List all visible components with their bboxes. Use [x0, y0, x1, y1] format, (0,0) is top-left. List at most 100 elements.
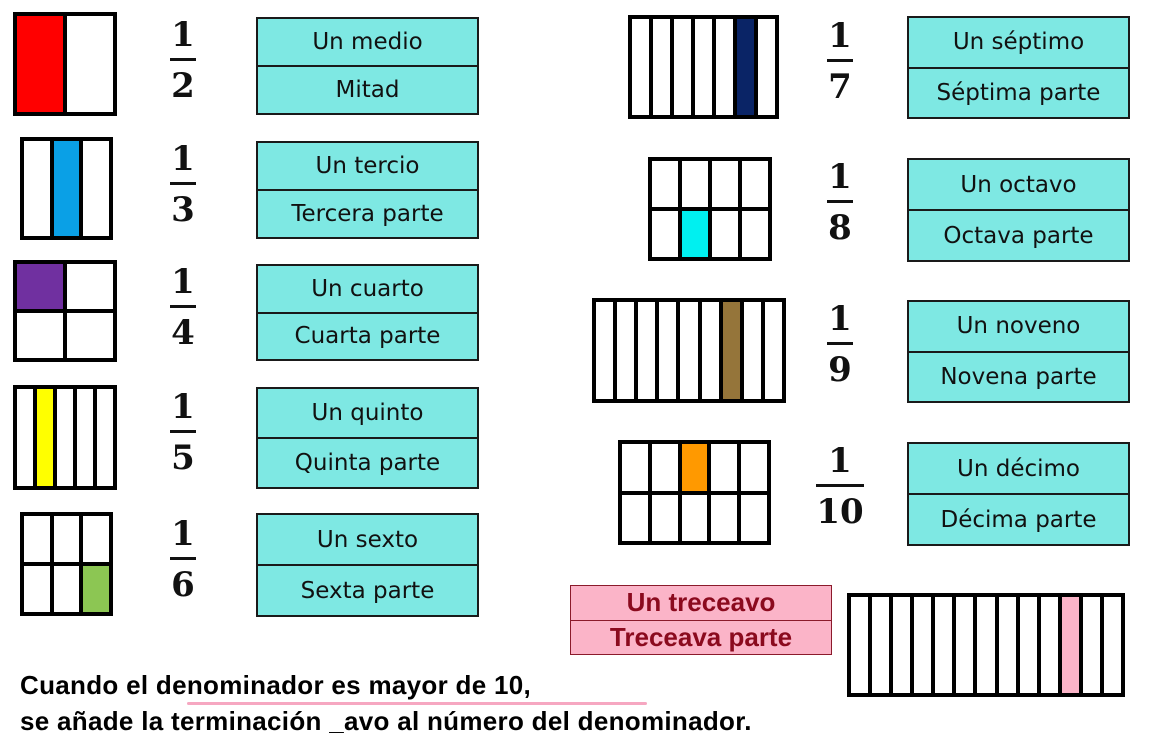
label-tenth: Un décimo Décima parte: [907, 442, 1130, 546]
grid-cell: [1103, 597, 1121, 693]
label-seventh: Un séptimo Séptima parte: [907, 16, 1130, 119]
grid-cell: [67, 264, 113, 309]
grid-cell: [680, 302, 698, 399]
grid-cell: [741, 444, 767, 491]
numerator: 1: [171, 139, 195, 179]
fraction-third: 1 3: [153, 140, 213, 229]
grid-cell: [622, 494, 648, 541]
grid-cell: [97, 389, 113, 486]
fraction-sixth: 1 6: [153, 515, 213, 604]
fraction-ninth: 1 9: [810, 300, 870, 389]
label-alt: Sexta parte: [258, 564, 477, 615]
shaded-cell: [17, 16, 63, 112]
numerator: 1: [171, 387, 195, 427]
fraction-bar: [170, 58, 196, 61]
grid-cell: [716, 19, 733, 115]
grid-cell: [998, 597, 1016, 693]
fraction-bar: [827, 59, 853, 62]
note-prefix: Cuando el: [20, 670, 156, 700]
grid-cell: [53, 566, 80, 612]
fraction-grid-seventh: [628, 15, 779, 119]
fraction-seventh: 1 7: [810, 17, 870, 106]
fraction-bar: [816, 484, 864, 487]
grid-cell: [681, 494, 708, 541]
note-underlined: denominador es mayor de 10: [155, 670, 524, 700]
label-name: Un quinto: [311, 400, 424, 426]
grid-cell: [935, 597, 953, 693]
fraction-grid-eighth: [648, 157, 772, 261]
fraction-bar: [827, 200, 853, 203]
label-sixth: Un sexto Sexta parte: [256, 513, 479, 617]
label-ninth: Un noveno Novena parte: [907, 300, 1130, 403]
grid-cell: [712, 211, 738, 257]
grid-cell: [83, 141, 109, 236]
grid-cell: [24, 141, 50, 236]
grid-cell: [651, 494, 678, 541]
label-name: Un tercio: [315, 153, 420, 179]
grid-cell: [742, 161, 768, 207]
numerator: 1: [171, 514, 195, 554]
note-line-2: se añade la terminación _avo al número d…: [20, 706, 752, 737]
grid-cell: [758, 19, 775, 115]
label-name: Un noveno: [956, 313, 1081, 340]
grid-cell: [711, 494, 738, 541]
grid-cell: [638, 302, 656, 399]
grid-cell: [851, 597, 869, 693]
fraction-grid-sixth: [20, 512, 113, 616]
grid-cell: [57, 389, 73, 486]
note-underline: [187, 702, 647, 705]
grid-cell: [977, 597, 995, 693]
fraction-grid-tenth: [618, 440, 771, 545]
grid-cell: [701, 302, 719, 399]
grid-cell: [652, 161, 678, 207]
grid-cell: [596, 302, 614, 399]
grid-cell: [67, 16, 113, 112]
numerator: 1: [171, 15, 195, 55]
label-name: Un séptimo: [952, 29, 1085, 56]
grid-cell: [742, 211, 768, 257]
grid-cell: [17, 389, 33, 486]
label-name: Un medio: [312, 29, 423, 55]
denominator: 9: [828, 350, 852, 390]
grid-cell: [893, 597, 911, 693]
grid-cell: [682, 161, 708, 207]
grid-cell: [653, 19, 670, 115]
label-third: Un tercio Tercera parte: [256, 141, 479, 239]
denominator: 6: [171, 565, 195, 605]
fraction-grid-half: [13, 12, 117, 116]
grid-cell: [1019, 597, 1037, 693]
grid-cell: [652, 211, 678, 257]
label-name: Un treceavo: [626, 587, 776, 618]
label-alt: Décima parte: [909, 493, 1128, 544]
shaded-cell: [53, 141, 80, 236]
numerator: 1: [828, 16, 852, 56]
grid-cell: [674, 19, 691, 115]
grid-cell: [914, 597, 932, 693]
shaded-cell: [722, 302, 740, 399]
grid-cell: [83, 516, 109, 562]
grid-cell: [659, 302, 677, 399]
label-alt: Tercera parte: [258, 189, 477, 237]
fraction-eighth: 1 8: [810, 158, 870, 247]
denominator: 10: [816, 492, 864, 532]
fraction-half: 1 2: [153, 16, 213, 105]
grid-cell: [617, 302, 635, 399]
shaded-cell: [1061, 597, 1079, 693]
shaded-cell: [37, 389, 53, 486]
denominator: 5: [171, 438, 195, 478]
label-thirteenth: Un treceavo Treceava parte: [570, 585, 832, 655]
note-suffix: ,: [523, 670, 532, 700]
grid-cell: [632, 19, 649, 115]
shaded-cell: [17, 264, 63, 309]
label-name: Un sexto: [316, 526, 419, 553]
shaded-cell: [682, 211, 708, 257]
label-quarter: Un cuarto Cuarta parte: [256, 264, 479, 361]
fraction-grid-quarter: [13, 260, 117, 362]
grid-cell: [1082, 597, 1100, 693]
fraction-grid-fifth: [13, 385, 117, 490]
fraction-fifth: 1 5: [153, 388, 213, 477]
shaded-cell: [83, 566, 109, 612]
fraction-bar: [170, 182, 196, 185]
fraction-bar: [170, 557, 196, 560]
grid-cell: [1040, 597, 1058, 693]
